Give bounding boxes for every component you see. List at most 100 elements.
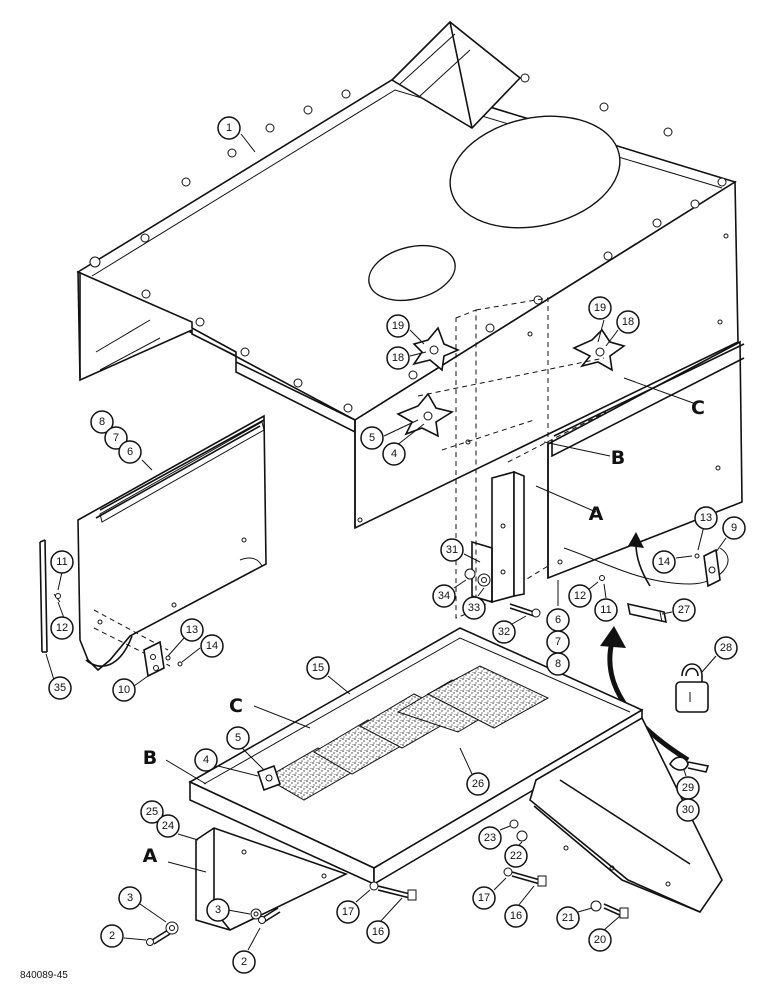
svg-text:13: 13 [186,624,198,636]
ref-letter-a-upper: A [589,503,604,525]
svg-text:2: 2 [241,956,247,968]
callout-5-lower: 5 [226,726,265,771]
callout-11-left: 11 [50,550,74,591]
hinge-rod [39,539,48,653]
svg-text:24: 24 [162,820,174,832]
callout-24: 24 [156,814,199,841]
callout-13-right: 13 [694,506,718,551]
latch-bar [626,602,668,624]
callout-33: 33 [462,587,486,620]
svg-text:7: 7 [113,432,119,444]
svg-text:19: 19 [594,302,606,314]
callout-16-right: 16 [504,885,535,928]
padlock [675,663,709,713]
svg-text:14: 14 [206,640,218,652]
svg-text:5: 5 [235,732,241,744]
star-clip-right [572,328,626,372]
callout-8-lower: 8 [546,652,570,676]
callout-16-left: 16 [366,897,403,944]
svg-text:4: 4 [203,754,209,766]
hardware-washer-3-right [250,908,262,920]
svg-text:11: 11 [56,556,67,568]
bracket-nut-washer [464,568,491,587]
callout-20: 20 [588,915,621,952]
svg-text:6: 6 [555,614,561,626]
svg-text:10: 10 [118,684,130,696]
bracket-bolt [509,603,541,618]
hardware-bolt-16-left [369,881,417,901]
callout-13-left: 13 [167,618,204,657]
svg-text:7: 7 [555,636,561,648]
callout-5-upper: 5 [360,419,419,450]
callout-8-upper: 8 [90,410,114,434]
svg-text:21: 21 [562,912,574,924]
callout-29: 29 [676,769,700,800]
callout-14-left: 14 [181,634,224,663]
svg-text:16: 16 [510,910,522,922]
callout-31: 31 [440,538,481,563]
callout-6-upper: 6 [118,440,153,471]
callout-7-upper: 7 [104,426,128,450]
svg-text:6: 6 [127,446,133,458]
callout-18-left: 18 [386,346,427,370]
callout-4-lower: 4 [194,748,259,777]
svg-text:16: 16 [372,926,384,938]
svg-text:32: 32 [498,626,510,638]
callout-19-right: 19 [588,296,612,343]
callout-28: 28 [701,636,738,673]
callout-27: 27 [661,598,696,622]
callout-12-left: 12 [50,601,74,640]
svg-text:20: 20 [594,934,606,946]
callout-30: 30 [676,798,700,822]
callout-23: 23 [478,825,511,850]
vertical-bracket [471,470,525,604]
callout-2-lower: 2 [232,927,261,974]
cover-bolts [89,73,727,413]
hardware-bolt-16-right [503,867,547,887]
callout-21: 21 [556,906,593,930]
svg-text:11: 11 [600,604,611,616]
side-panel-left [77,414,267,672]
latch-bracket-left [143,640,165,678]
latch-right [599,548,721,588]
svg-text:9: 9 [731,522,737,534]
svg-text:26: 26 [472,778,484,790]
star-clip-left [396,392,455,438]
svg-text:28: 28 [720,642,732,654]
grate-slot-5 [426,665,550,729]
hardware-nut-washer-22-23 [509,819,528,842]
side-panel-right [547,340,745,585]
callout-12-right: 12 [568,581,599,608]
curved-arrow-upper [628,532,651,587]
callout-9: 9 [715,516,746,553]
hardware-bolt-2-left [146,929,171,946]
svg-text:2: 2 [109,930,115,942]
callout-17-right: 17 [472,877,507,910]
svg-text:8: 8 [99,416,105,428]
callout-4-upper: 4 [382,423,425,466]
callout-3-upper: 3 [118,886,167,923]
callout-14-right: 14 [652,550,693,574]
callout-17-left: 17 [336,889,371,924]
ref-letter-c-upper: C [691,397,705,419]
hardware-washer-3-left [165,921,179,935]
svg-text:18: 18 [622,316,634,328]
svg-text:35: 35 [54,682,66,694]
hardware-bolt-2-right [258,907,281,924]
callout-3-lower: 3 [206,898,251,922]
key [669,756,710,773]
callout-35: 35 [45,653,72,700]
star-clip-upper-mid [412,326,461,372]
callout-18-right: 18 [605,310,640,347]
callout-22: 22 [504,841,528,868]
callout-6-lower: 6 [546,580,570,632]
drawing-number: 840089-45 [20,970,68,981]
callout-32: 32 [492,615,527,644]
svg-text:12: 12 [56,622,68,634]
callout-26: 26 [459,747,490,796]
svg-text:30: 30 [682,804,694,816]
svg-text:25: 25 [146,806,158,818]
callout-10: 10 [112,675,149,702]
ref-letter-a-lower: A [143,845,158,867]
